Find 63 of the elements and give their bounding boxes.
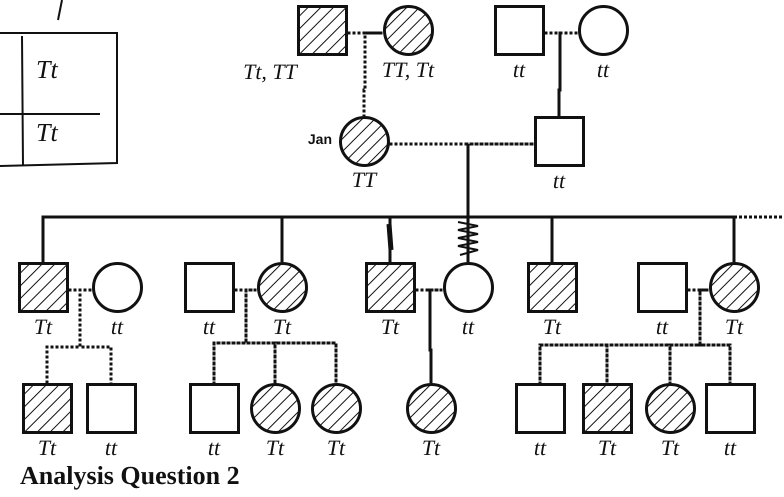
genotype-label: tt <box>512 58 526 82</box>
unaffected-male-square <box>184 262 234 313</box>
affected-female-circle <box>406 383 456 434</box>
unaffected-male-square <box>188 383 240 434</box>
unaffected-male-square <box>86 383 136 434</box>
genotype-label: tt <box>202 315 216 339</box>
affected-female-circle <box>310 383 362 434</box>
genotype-label: Tt <box>32 315 54 339</box>
genotype-label: Tt <box>420 436 442 460</box>
unaffected-female-circle <box>578 5 628 56</box>
genotype-label: TT <box>350 168 378 192</box>
genotype-label: Tt <box>326 436 346 460</box>
descent-line <box>688 288 732 383</box>
genotype-label: tt <box>110 315 124 339</box>
affected-male-square <box>582 383 632 434</box>
affected-female-circle <box>382 5 434 56</box>
affected-female-circle <box>338 116 390 167</box>
genotype-label: Tt <box>380 315 400 339</box>
genotype-label: Tt <box>272 315 292 339</box>
descent-line <box>416 288 432 383</box>
descent-line <box>362 32 382 116</box>
descent-line <box>558 32 578 116</box>
genotype-label: tt <box>722 436 738 460</box>
genotype-label: tt <box>552 169 566 193</box>
unaffected-male-square <box>636 262 688 313</box>
affected-male-square <box>18 262 68 313</box>
genotype-label: Tt <box>36 118 58 148</box>
unaffected-male-square <box>704 383 756 434</box>
unaffected-female-circle <box>92 262 142 313</box>
title: Analysis Question 2 <box>20 461 240 491</box>
genotype-label: Tt <box>660 436 680 460</box>
unaffected-male-square <box>494 5 544 56</box>
genotype-label: Tt <box>264 436 286 460</box>
genotype-label: tt <box>532 436 548 460</box>
affected-male-square <box>364 262 416 313</box>
genotype-label: Tt, TT <box>242 60 300 84</box>
affected-female-circle <box>708 262 760 313</box>
genotype-label: tt <box>460 315 476 339</box>
person-name: Jan <box>306 131 332 147</box>
genotype-label: tt <box>104 436 118 460</box>
descent-line <box>698 288 732 383</box>
genotype-label: Tt <box>36 55 58 85</box>
affected-female-circle <box>250 383 300 434</box>
descent-line <box>544 32 562 116</box>
genotype-label: Tt <box>596 436 618 460</box>
genotype-label: tt <box>206 436 222 460</box>
genotype-label: tt <box>596 58 610 82</box>
affected-female-circle <box>644 383 696 434</box>
descent-line <box>466 142 736 262</box>
descent-line <box>78 288 112 383</box>
genotype-label: Tt <box>36 436 58 460</box>
affected-male-square <box>526 262 578 313</box>
unaffected-male-square <box>514 383 566 434</box>
genotype-label: TT, Tt <box>380 58 436 82</box>
genotype-label: Tt <box>542 315 562 339</box>
genotype-label: tt <box>654 315 670 339</box>
genotype-label: Tt <box>724 315 744 339</box>
descent-line <box>428 288 442 383</box>
unaffected-female-circle <box>442 262 494 313</box>
affected-male-square <box>296 5 348 56</box>
affected-female-circle <box>256 262 308 313</box>
affected-male-square <box>22 383 72 434</box>
unaffected-male-square <box>534 116 584 167</box>
